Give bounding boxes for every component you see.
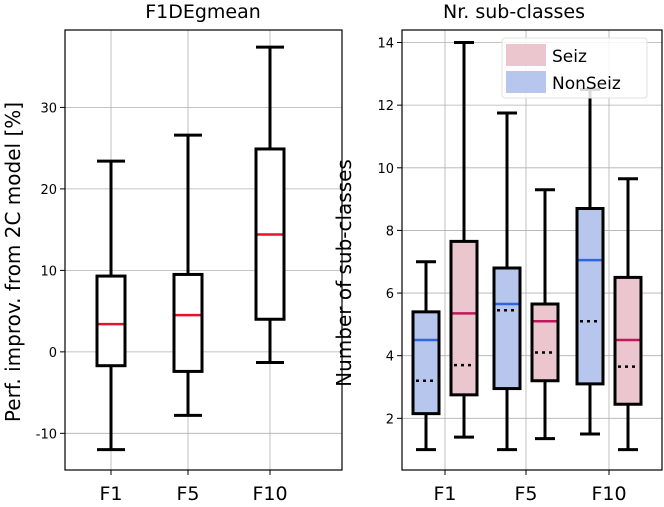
box-iqr [530, 302, 560, 383]
box-iqr [575, 207, 605, 386]
x-tick-label: F1 [433, 483, 456, 503]
box-iqr [172, 272, 204, 373]
legend-swatch [506, 44, 546, 66]
y-tick-label: 6 [386, 287, 394, 302]
y-tick-label: 10 [40, 264, 57, 279]
y-tick-label: 30 [40, 101, 57, 116]
chart-title: Nr. sub-classes [443, 1, 585, 23]
box-iqr [449, 239, 479, 397]
x-tick-label: F10 [252, 483, 287, 503]
y-axis-label: Perf. improv. from 2C model [%] [1, 102, 25, 422]
y-tick-label: 12 [377, 99, 394, 114]
plot-frame [401, 29, 663, 471]
box-iqr [492, 266, 522, 391]
chart-f1degmean: F1DEgmean Perf. improv. from 2C model [%… [1, 1, 343, 505]
x-tick-label: F10 [591, 483, 626, 503]
legend-label: NonSeiz [552, 74, 621, 94]
y-tick-label: 20 [40, 183, 57, 198]
y-tick-label: 10 [377, 162, 394, 177]
y-tick-label: 2 [386, 412, 394, 427]
y-tick-label: 0 [49, 346, 57, 361]
legend-swatch [506, 71, 546, 93]
boxes [411, 41, 643, 452]
box-iqr [95, 274, 127, 368]
x-tick-label: F5 [514, 483, 537, 503]
boxes [95, 45, 286, 452]
y-tick-label: 14 [377, 37, 394, 52]
legend-label: Seiz [552, 47, 587, 67]
chart-title: F1DEgmean [145, 1, 261, 23]
y-tick-label: 8 [386, 224, 394, 239]
grid [65, 30, 342, 470]
y-axis-label: Number of sub-classes [332, 159, 356, 387]
y-tick-label: 4 [386, 350, 394, 365]
x-tick-label: F1 [99, 483, 122, 503]
plot-frame [64, 29, 343, 471]
x-tick-label: F5 [176, 483, 199, 503]
y-tick-label: -10 [36, 427, 57, 442]
box-iqr [411, 310, 441, 416]
chart-nr-subclasses: Nr. sub-classes Number of sub-classes 2 4… [332, 1, 663, 505]
